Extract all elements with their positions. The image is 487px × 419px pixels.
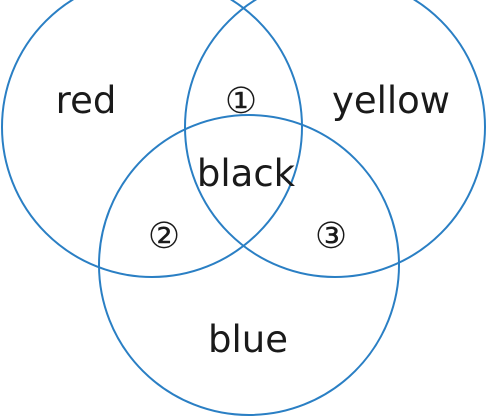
label-yellow: yellow — [332, 79, 450, 122]
region-yellow-blue: ③ — [315, 216, 347, 257]
label-blue: blue — [208, 318, 288, 361]
circle-red — [1, 0, 303, 278]
region-red-yellow: ① — [225, 81, 257, 122]
circle-blue — [98, 114, 400, 416]
region-red-blue: ② — [148, 216, 180, 257]
circle-yellow — [184, 0, 486, 278]
region-all-three: black — [197, 152, 296, 195]
label-red: red — [56, 79, 117, 122]
